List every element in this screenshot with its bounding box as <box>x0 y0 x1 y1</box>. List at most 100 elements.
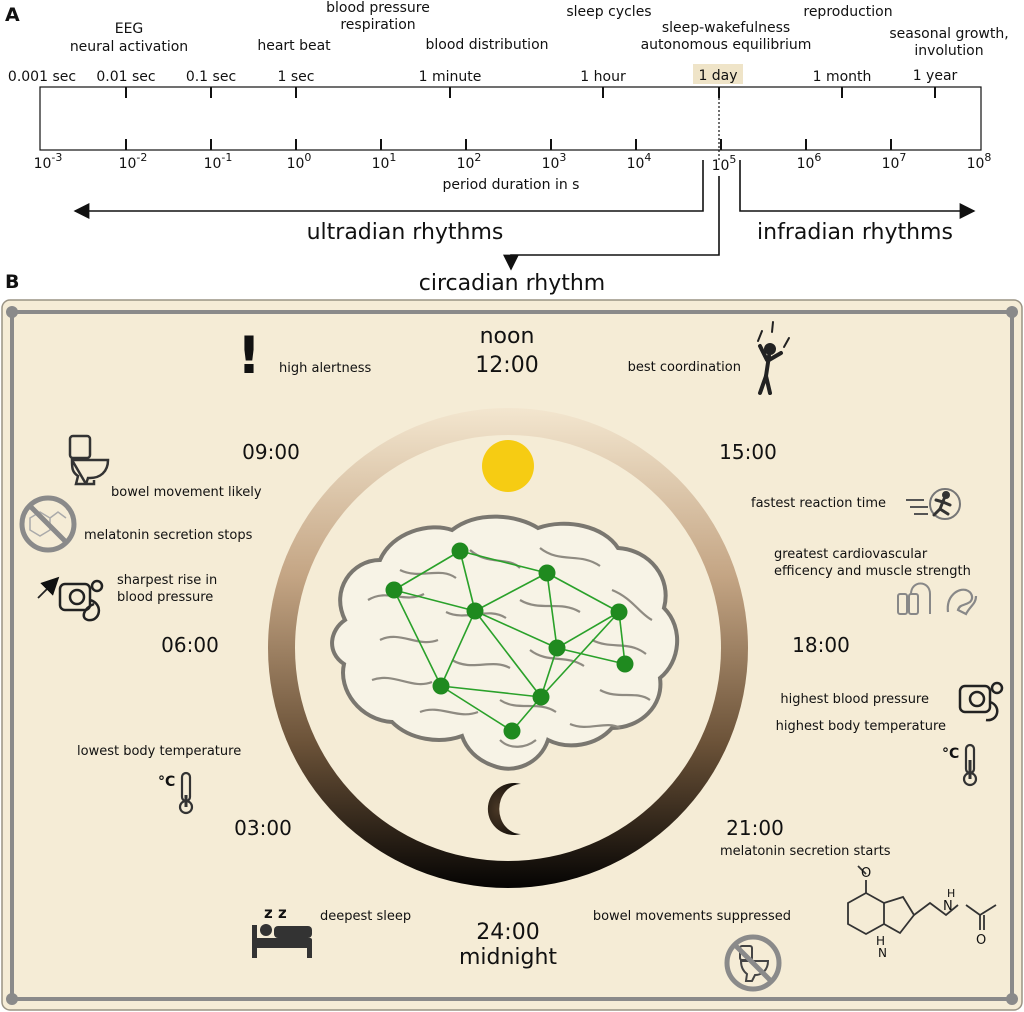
molecule-faint <box>29 511 67 537</box>
sleeper-body <box>274 926 312 938</box>
network-edge <box>540 611 620 698</box>
exponent-label: 100 <box>287 151 312 172</box>
clock-2400: 24:00 <box>476 920 539 945</box>
bp-gauge <box>68 588 86 606</box>
ultradian-arrow <box>73 160 704 219</box>
exponent-label: 108 <box>967 151 992 172</box>
network-nodes <box>385 542 634 740</box>
celsius-glyph: °C <box>158 774 175 790</box>
event-melatonin-starts: melatonin secretion starts <box>720 844 891 859</box>
clock-noon: noon <box>480 324 535 349</box>
methoxy-bond <box>857 865 867 875</box>
running-circle <box>929 488 961 520</box>
exponent-label: 10-1 <box>204 151 233 172</box>
toilet-icon <box>68 434 110 486</box>
molecule-nh-n: N <box>878 946 887 960</box>
side-chain <box>913 901 959 917</box>
event-melatonin-stops: melatonin secretion stops <box>84 528 253 543</box>
process-blood-distribution: blood distribution <box>425 37 548 53</box>
network-node <box>538 564 556 582</box>
ultradian-label: ultradian rhythms <box>307 220 504 245</box>
exponent-labels: 10-3 10-2 10-1 100 101 102 103 104 105 1… <box>34 151 992 174</box>
network-edge <box>459 550 476 612</box>
zzz-glyph: z z <box>264 904 287 922</box>
network-node <box>616 655 634 673</box>
corner-dot <box>1006 306 1018 318</box>
corner-dot <box>6 993 18 1005</box>
panel-b-label: B <box>5 271 19 293</box>
juggler-icon <box>757 321 790 395</box>
clock-0300: 03:00 <box>234 816 292 840</box>
molecule-o-label: O <box>861 866 871 881</box>
juggler-club <box>783 337 790 348</box>
exponent-label: 107 <box>882 151 907 172</box>
process-reproduction: reproduction <box>803 4 892 20</box>
juggler-club <box>771 321 774 333</box>
network-edge <box>393 550 461 591</box>
moon-icon <box>487 783 521 835</box>
exponent-label: 103 <box>542 151 567 172</box>
time-label: 1 hour <box>580 69 626 85</box>
event-best-coordination: best coordination <box>628 360 741 375</box>
dumbbell-weight <box>897 593 908 615</box>
clock-0900: 09:00 <box>242 440 300 464</box>
panel-a-label: A <box>5 4 20 26</box>
molecule-n-label: N <box>943 899 953 914</box>
event-highest-temp: highest body temperature <box>776 719 946 734</box>
juggler-head <box>764 343 776 355</box>
exponent-label: 101 <box>372 151 397 172</box>
toilet-bowl <box>70 455 110 486</box>
network-edge <box>440 685 542 698</box>
network-node <box>385 581 403 599</box>
no-melatonin-icon <box>19 495 77 553</box>
clock-1200: 12:00 <box>475 353 538 378</box>
network-node <box>532 688 550 706</box>
rise-arrow <box>37 576 60 599</box>
dumbbell-bar <box>910 582 931 614</box>
juggler-leg <box>764 374 772 395</box>
exponent-label: 106 <box>797 151 822 172</box>
arm-muscle-icon <box>946 588 978 616</box>
infradian-arrow <box>739 160 976 219</box>
no-sign-circle <box>19 495 77 553</box>
exclamation-icon: ! <box>237 326 261 386</box>
circadian-arrow <box>503 176 720 271</box>
bp-bulb <box>990 681 1004 695</box>
runner-leg <box>938 507 950 516</box>
bp-bulb <box>90 579 104 593</box>
blood-pressure-icon <box>958 681 1004 722</box>
sleeper-head <box>260 924 272 936</box>
network-edge <box>474 572 548 612</box>
brain-outline <box>330 514 679 771</box>
clock-0600: 06:00 <box>161 633 219 657</box>
no-toilet-icon <box>724 934 782 992</box>
runner-arm <box>934 498 945 504</box>
event-bowel-likely: bowel movement likely <box>111 485 262 500</box>
time-label: 1 month <box>813 69 872 85</box>
no-sign-slash <box>733 943 773 983</box>
time-label: 1 year <box>913 68 958 84</box>
blood-pressure-icon <box>37 576 104 622</box>
time-label: 1 day <box>698 68 737 84</box>
juggler-arm <box>758 344 769 362</box>
process-heart-beat: heart beat <box>257 38 331 54</box>
network-edge <box>393 589 442 687</box>
network-node <box>548 639 566 657</box>
network-edges <box>393 550 626 732</box>
network-node <box>610 603 628 621</box>
network-node <box>503 722 521 740</box>
bed-headboard <box>252 925 257 958</box>
frame-corners <box>6 306 1018 1005</box>
circadian-label: circadian rhythm <box>419 271 605 296</box>
event-highest-bp: highest blood pressure <box>780 692 929 707</box>
bp-gauge <box>968 690 986 708</box>
clock-2100: 21:00 <box>726 816 784 840</box>
frame-rails <box>10 310 1014 1001</box>
celsius-glyph: °C <box>942 746 959 762</box>
running-figure <box>932 491 952 517</box>
